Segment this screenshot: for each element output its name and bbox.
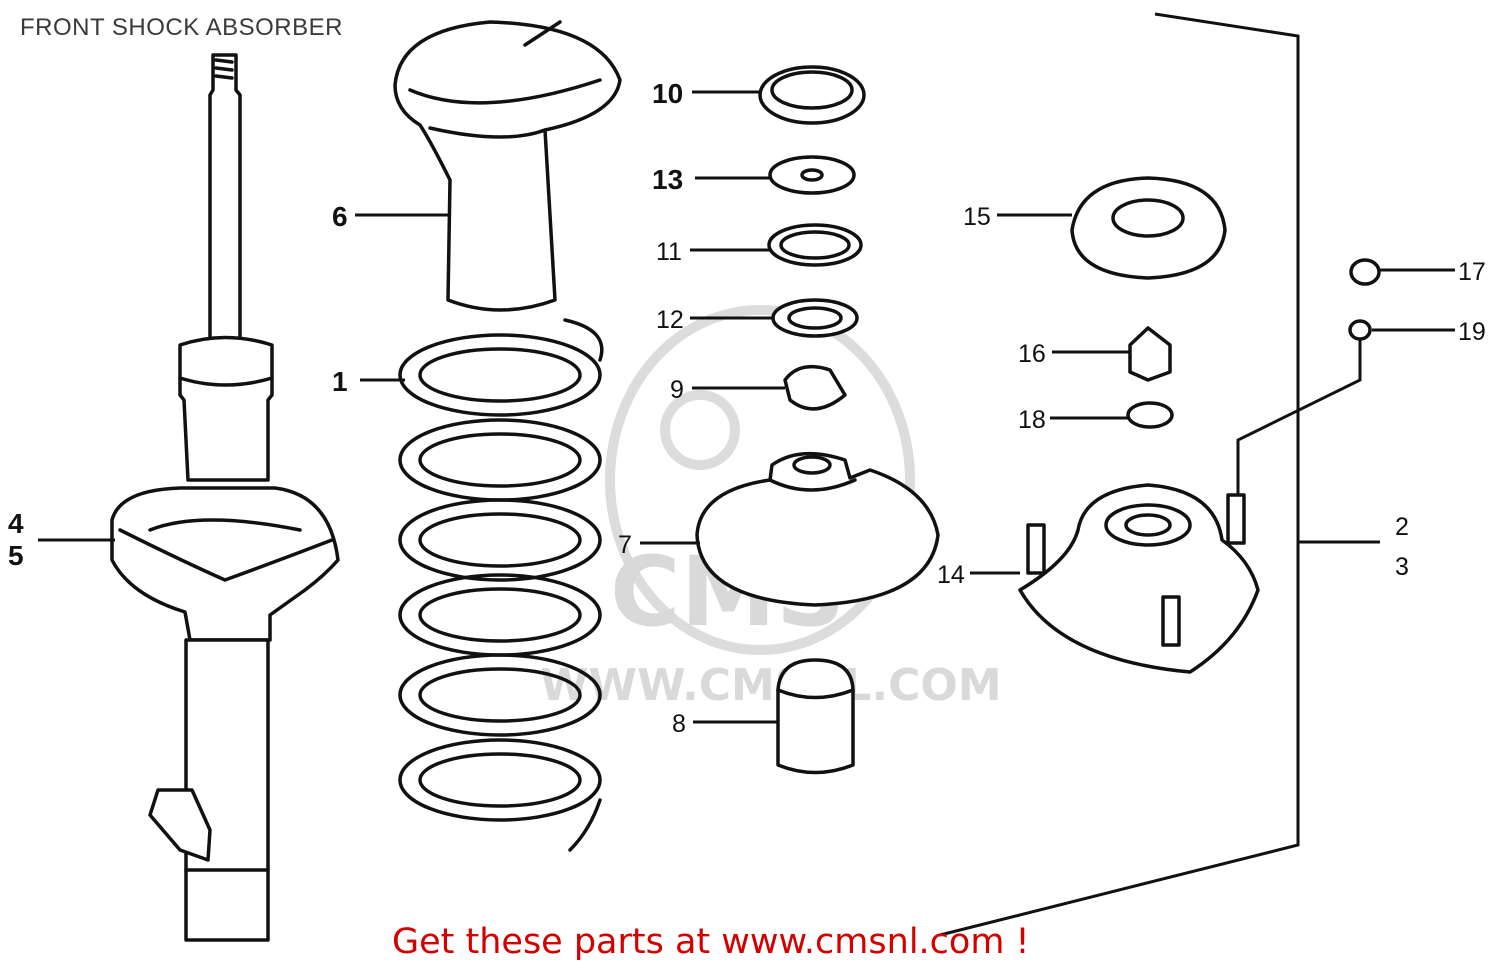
callout-15: 15 [963,203,991,231]
diagram-title: FRONT SHOCK ABSORBER [20,14,343,41]
callout-19: 19 [1458,318,1486,346]
callout-13: 13 [652,164,683,195]
nut-17 [1349,258,1381,286]
callout-5: 5 [8,540,24,571]
callout-4: 4 [8,508,24,539]
washer-19 [1236,319,1372,500]
callout-10: 10 [652,78,683,109]
callout-12: 12 [656,306,684,334]
callout-8: 8 [672,710,686,738]
footer-link-text[interactable]: Get these parts at www.cmsnl.com ! [392,922,1030,962]
callout-3: 3 [1395,553,1409,581]
callout-7: 7 [618,531,632,559]
washer-13 [768,155,856,195]
callout-11: 11 [656,238,682,266]
upper-mount-14 [1018,483,1260,674]
assembly-bracket [939,12,1380,937]
cms-watermark: CMS WWW.CMSNL.COM [540,305,1002,711]
callout-2: 2 [1395,513,1409,541]
mount-cover-15 [1070,176,1227,280]
callout-18: 18 [1018,406,1046,434]
washer-12 [771,298,859,338]
callout-17: 17 [1458,258,1486,286]
rubber-seat-10 [758,65,866,125]
bump-stop-8 [776,658,855,775]
callout-1: 1 [332,366,348,397]
coil-spring [398,318,604,852]
watermark-url-text: WWW.CMSNL.COM [540,660,1002,711]
shock-absorber-strut [110,53,340,942]
bump-stop-cap-9 [783,364,847,411]
callout-16: 16 [1018,340,1046,368]
bearing-11 [767,223,863,267]
spring-seat-7 [695,451,940,607]
callout-14: 14 [937,561,965,589]
washer-18 [1126,401,1174,429]
dust-boot [393,20,622,312]
callout-6: 6 [332,201,348,232]
callout-9: 9 [670,376,684,404]
leader-lines [38,90,1455,724]
nut-16 [1128,326,1172,382]
